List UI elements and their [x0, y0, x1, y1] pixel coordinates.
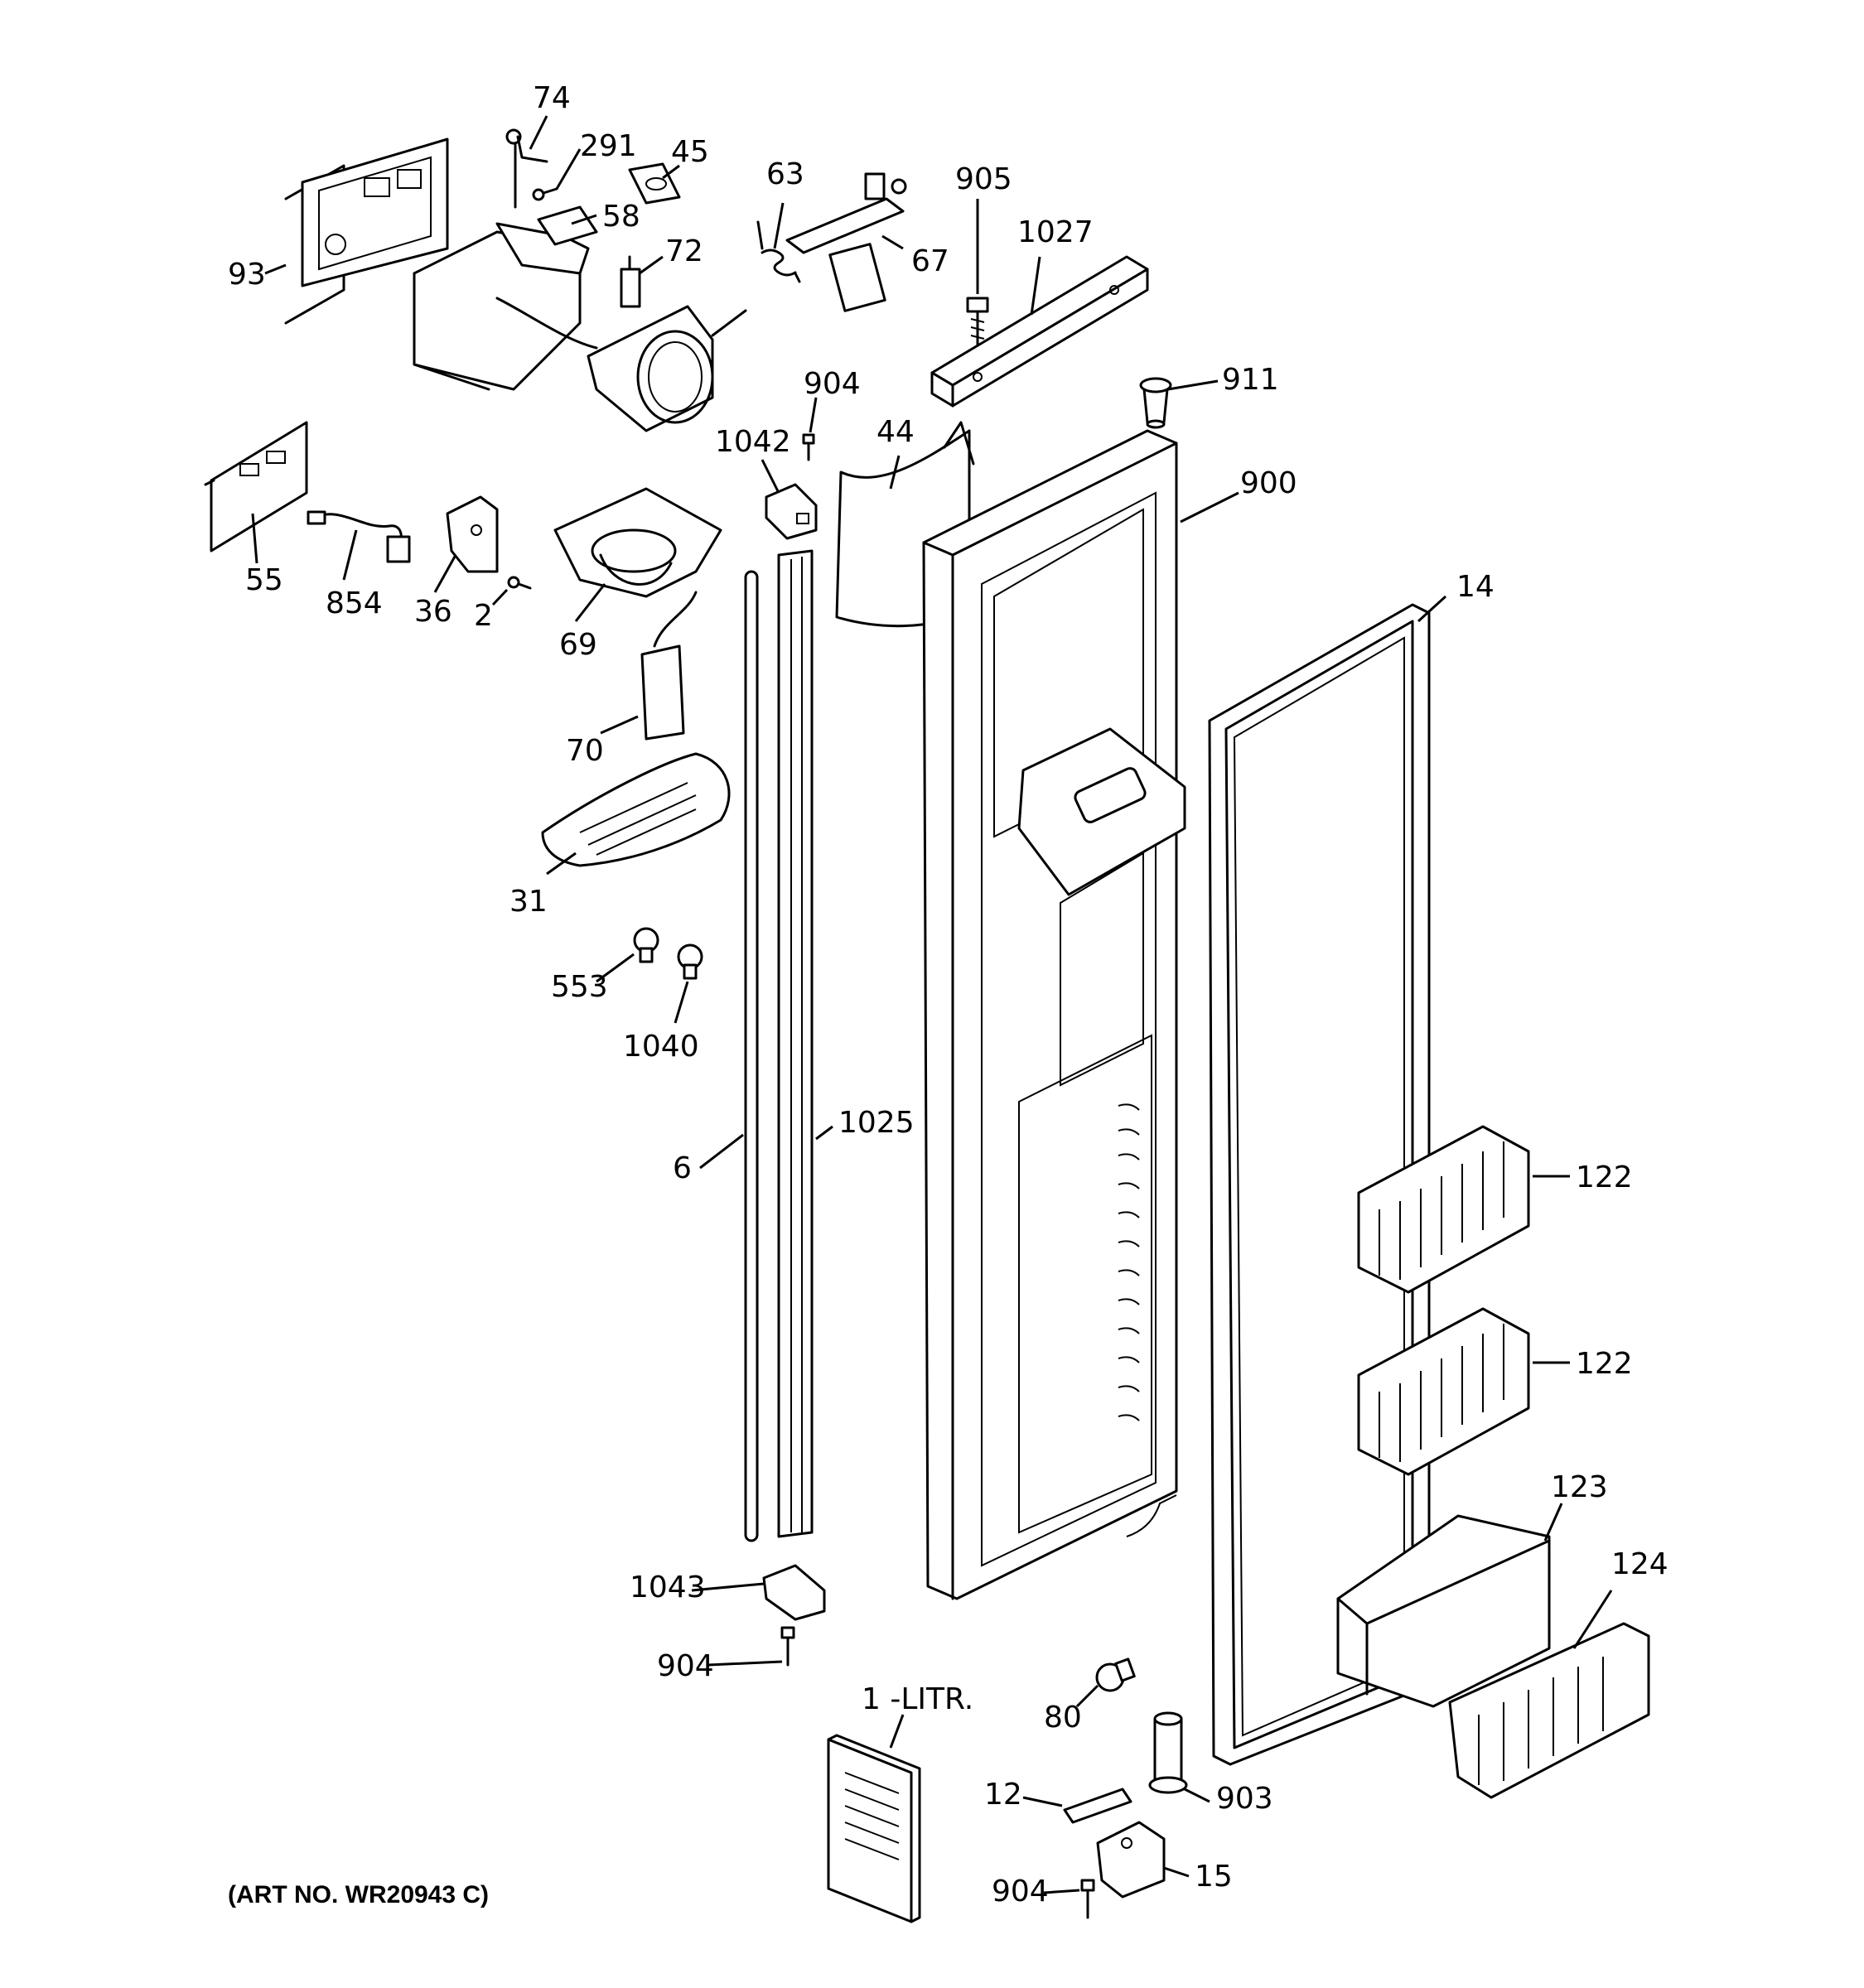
callout-67: 67: [911, 244, 949, 278]
callout-44: 44: [876, 415, 915, 449]
part-2-screw: [507, 576, 532, 590]
part-1-literature: [827, 1734, 921, 1923]
callout-72: 72: [665, 234, 703, 268]
part-12-bracket: [1063, 1788, 1132, 1824]
part-1043-cap: [762, 1564, 826, 1621]
callout-553: 553: [551, 970, 608, 1004]
part-55-module: [204, 421, 308, 552]
part-122-shelf-upper: [1357, 1125, 1530, 1294]
callout-1025: 1025: [838, 1106, 915, 1140]
callout-31: 31: [509, 885, 548, 919]
part-904-screw-bottom-left: [780, 1626, 795, 1667]
callout-15: 15: [1195, 1860, 1233, 1894]
callout-93: 93: [228, 258, 266, 292]
callout-63: 63: [766, 157, 804, 191]
callout-1040: 1040: [623, 1030, 699, 1064]
art-number: (ART NO. WR20943 C): [228, 1881, 489, 1908]
part-67-hinge: [785, 172, 907, 312]
part-1042-cap: [765, 483, 818, 540]
callout-labels: 74 291 45 58 72 93 63 67 905 1027 911 90…: [228, 81, 1668, 1908]
part-15-hinge: [1096, 1821, 1166, 1899]
callout-12: 12: [984, 1778, 1022, 1812]
part-904-screw-bottom: [1080, 1879, 1095, 1919]
callout-69: 69: [559, 628, 597, 662]
part-74: [505, 128, 548, 209]
part-36-bracket: [446, 495, 499, 573]
callout-122-lower: 122: [1576, 1347, 1633, 1381]
part-58-bracket: [537, 205, 598, 246]
part-123-bin: [1336, 1514, 1551, 1708]
part-1025-channel: [777, 549, 814, 1538]
callout-36: 36: [414, 595, 452, 629]
callout-903: 903: [1216, 1782, 1273, 1816]
callout-55: 55: [245, 563, 283, 597]
callout-911: 911: [1222, 363, 1279, 397]
callout-123: 123: [1551, 1470, 1608, 1504]
callout-854: 854: [326, 586, 383, 620]
callout-45: 45: [671, 135, 709, 169]
part-905-bolt: [966, 297, 989, 350]
callout-904-top: 904: [804, 367, 861, 401]
part-1027-top-bracket: [930, 255, 1149, 408]
callout-6: 6: [673, 1151, 692, 1185]
part-900-door: [922, 429, 1186, 1600]
callout-900: 900: [1240, 466, 1297, 500]
callout-80: 80: [1044, 1701, 1082, 1735]
part-911-bushing: [1139, 377, 1172, 429]
callout-1027: 1027: [1017, 215, 1094, 249]
callout-74: 74: [533, 81, 571, 115]
callout-905: 905: [955, 162, 1012, 196]
part-70-plate: [640, 591, 698, 741]
callout-904-bottom: 904: [992, 1875, 1049, 1908]
callout-1-litr: 1 -LITR.: [862, 1682, 973, 1716]
leader-lines: [251, 115, 1613, 1894]
callout-1043: 1043: [630, 1571, 706, 1604]
callout-124: 124: [1611, 1547, 1668, 1581]
part-72-switch: [620, 255, 641, 308]
callout-14: 14: [1456, 570, 1495, 604]
part-6-strip: [744, 570, 759, 1542]
part-124-basket: [1448, 1622, 1650, 1799]
part-1040-knob: [677, 943, 703, 980]
callout-58: 58: [602, 200, 640, 234]
callout-291: 291: [580, 129, 637, 163]
part-903-pin: [1148, 1711, 1188, 1794]
part-80-plug: [1095, 1657, 1136, 1692]
part-31-drip-tray: [541, 752, 731, 867]
callout-2: 2: [474, 599, 493, 633]
callout-1042: 1042: [715, 425, 791, 459]
callout-122-upper: 122: [1576, 1160, 1633, 1194]
part-553-knob: [633, 927, 659, 963]
part-291-screw: [532, 187, 558, 201]
part-dispenser-ring: [587, 305, 747, 432]
callout-70: 70: [566, 734, 604, 768]
part-69-chute: [553, 487, 722, 598]
callout-904-bottom-left: 904: [657, 1649, 714, 1683]
part-122-shelf-lower: [1357, 1307, 1530, 1476]
part-63-spring: [756, 220, 801, 283]
part-control-panel-93: [284, 138, 449, 325]
part-904-screw-top: [802, 433, 815, 461]
part-dispenser-housing: [413, 222, 598, 391]
part-854-harness: [307, 510, 411, 563]
